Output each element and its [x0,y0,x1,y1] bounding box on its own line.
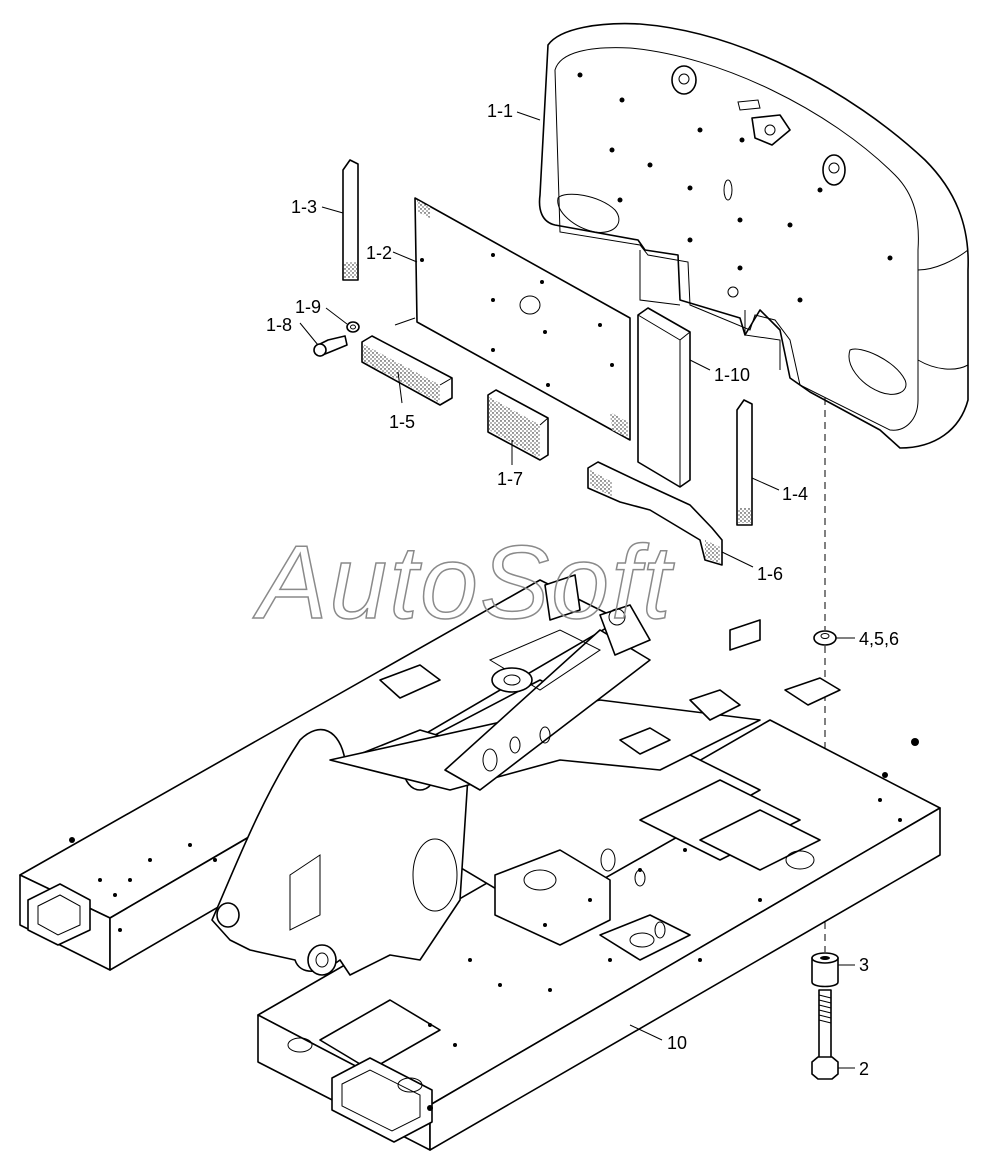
pad-part [487,389,549,461]
leader-lines [299,111,855,1069]
tall-block-part [637,307,691,488]
strip-right-part [736,399,753,526]
callout-1-3: 1-3 [291,197,317,217]
long-bolt-part [811,989,839,1080]
plate-part [414,197,631,441]
callout-1-1: 1-1 [487,101,513,121]
spacer-part [811,952,839,988]
washer-stack-part [813,630,837,646]
bolt-1-8-part [313,335,348,357]
callout-labels: 1-1 1-2 1-3 1-4 1-5 1-6 1-7 1-8 1-9 1-10… [266,101,899,1079]
bracket-part [587,461,723,566]
callout-1-2: 1-2 [366,243,392,263]
callout-1-8: 1-8 [266,315,292,335]
callout-1-10: 1-10 [714,365,750,385]
callout-1-5: 1-5 [389,412,415,432]
watermark-text: AutoSoft [252,525,675,641]
callout-1-9: 1-9 [295,297,321,317]
callout-2: 2 [859,1059,869,1079]
counterweight-part [538,22,969,449]
block-part [361,335,453,406]
callout-1-4: 1-4 [782,484,808,504]
callout-1-6: 1-6 [757,564,783,584]
strip-left-part [342,159,359,281]
callout-10: 10 [667,1033,687,1053]
callout-1-7: 1-7 [497,469,523,489]
washer-1-9-part [346,321,360,333]
upper-frame-part [19,574,941,1151]
callout-4-5-6: 4,5,6 [859,629,899,649]
callout-3: 3 [859,955,869,975]
